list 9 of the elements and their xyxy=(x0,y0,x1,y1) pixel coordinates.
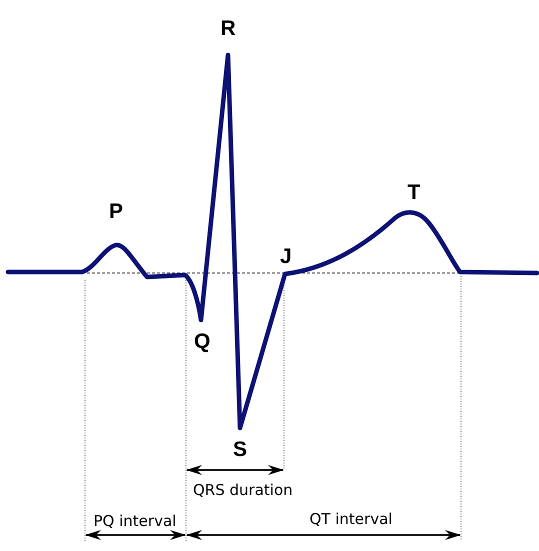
wave-label: S xyxy=(233,438,248,460)
wave-label: P xyxy=(109,200,124,222)
interval-label: QT interval xyxy=(310,512,392,526)
interval-label: PQ interval xyxy=(94,514,176,528)
wave-label: T xyxy=(408,182,420,202)
wave-label: R xyxy=(220,18,236,38)
interval-label: QRS duration xyxy=(193,482,293,498)
wave-label: J xyxy=(280,246,292,266)
wave-label: Q xyxy=(194,330,210,352)
